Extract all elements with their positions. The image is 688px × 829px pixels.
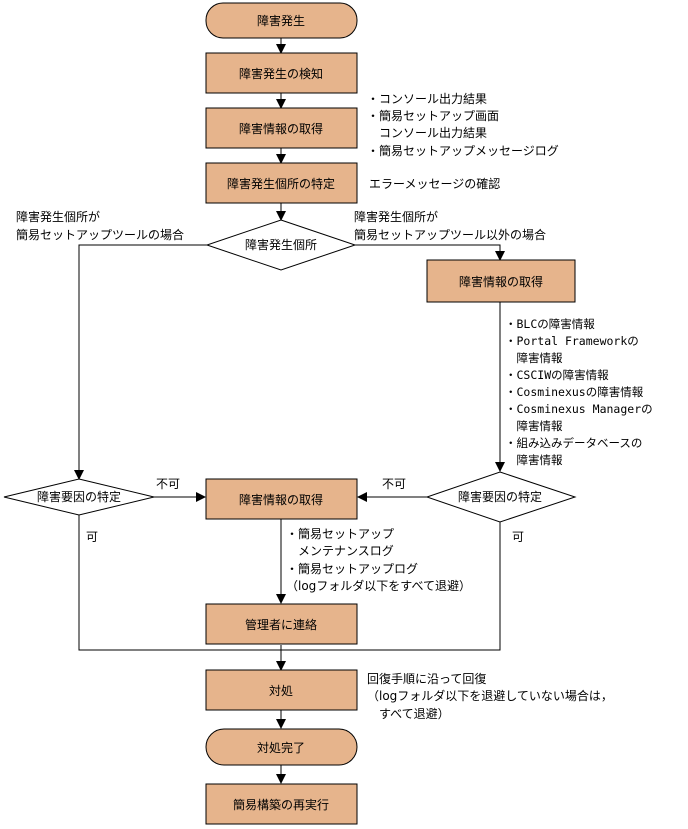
- note-collect2-line-2: ・Portal Frameworkの: [505, 334, 639, 348]
- node-contact-admin: 管理者に連絡: [205, 603, 358, 645]
- node-identify-location: 障害発生個所の特定: [205, 162, 358, 204]
- node-start-label: 障害発生: [257, 13, 305, 28]
- note-collect2-line-9: 障害情報: [505, 453, 563, 467]
- node-collect1: 障害情報の取得: [205, 107, 358, 149]
- note-collect3-line-2: メンテナンスログ: [286, 544, 394, 558]
- node-handle-label: 対処: [269, 684, 293, 698]
- branch-left-line-1: 障害発生個所が: [16, 209, 100, 224]
- note-collect2-line-3: 障害情報: [505, 351, 563, 365]
- note-identify: エラーメッセージの確認: [369, 176, 500, 191]
- note-collect2-line-8: ・組み込みデータベースの: [505, 436, 642, 450]
- possible-right-label: 可: [512, 530, 524, 544]
- decision-cause-left: 障害要因の特定: [3, 478, 155, 516]
- node-collect3-label: 障害情報の取得: [239, 492, 323, 507]
- node-rerun: 簡易構築の再実行: [205, 783, 358, 825]
- node-contact-admin-label: 管理者に連絡: [245, 617, 317, 632]
- branch-left-line-2: 簡易セットアップツールの場合: [16, 227, 184, 242]
- decision-cause-left-label: 障害要因の特定: [37, 489, 121, 504]
- decision-cause-right-label: 障害要因の特定: [458, 489, 542, 504]
- branch-right-line-1: 障害発生個所が: [354, 209, 438, 224]
- decision-location: 障害発生個所: [205, 219, 357, 271]
- node-collect2-label: 障害情報の取得: [459, 274, 543, 289]
- note-collect2-line-1: ・BLCの障害情報: [505, 317, 595, 331]
- note-handle: 回復手順に沿って回復 （logフォルダ以下を退避していない場合は， すべて退避）: [367, 671, 613, 721]
- edge-decision-left-branch: [74, 244, 207, 480]
- note-collect2-line-6: ・Cosminexus Managerの: [505, 402, 653, 416]
- node-handle-done-label: 対処完了: [257, 740, 305, 755]
- note-collect2-line-4: ・CSCIWの障害情報: [505, 368, 609, 382]
- node-detect-label: 障害発生の検知: [239, 66, 323, 81]
- note-collect1-line-1: ・コンソール出力結果: [367, 92, 487, 106]
- branch-left-label: 障害発生個所が 簡易セットアップツールの場合: [16, 209, 184, 242]
- note-collect3-line-3: ・簡易セットアップログ: [286, 561, 418, 576]
- node-rerun-label: 簡易構築の再実行: [233, 797, 329, 812]
- possible-left-label: 可: [86, 530, 98, 544]
- decision-location-label: 障害発生個所: [245, 237, 317, 252]
- note-handle-line-3: すべて退避）: [367, 707, 450, 721]
- note-collect2-line-5: ・Cosminexusの障害情報: [505, 385, 644, 399]
- not-possible-right-label: 不可: [382, 477, 406, 491]
- node-collect1-label: 障害情報の取得: [239, 121, 323, 136]
- note-collect3-line-4: （logフォルダ以下をすべて退避）: [286, 578, 471, 593]
- node-start: 障害発生: [205, 2, 358, 39]
- not-possible-left-label: 不可: [156, 477, 180, 491]
- note-collect1-line-4: ・簡易セットアップメッセージログ: [367, 143, 559, 158]
- branch-right-line-2: 簡易セットアップツール以外の場合: [354, 227, 546, 242]
- node-identify-location-label: 障害発生個所の特定: [227, 176, 335, 191]
- node-detect: 障害発生の検知: [205, 52, 358, 94]
- note-handle-line-1: 回復手順に沿って回復: [367, 671, 486, 686]
- note-collect2-line-7: 障害情報: [505, 419, 563, 433]
- edge-decision-right-branch: [355, 244, 505, 261]
- note-collect1-line-3: コンソール出力結果: [367, 126, 487, 140]
- note-collect1-line-2: ・簡易セットアップ画面: [367, 108, 499, 123]
- note-collect1: ・コンソール出力結果 ・簡易セットアップ画面 コンソール出力結果 ・簡易セットア…: [367, 92, 559, 158]
- edge-right-possible: [281, 522, 501, 651]
- edge-left-possible: [78, 515, 281, 651]
- note-identify-line-1: エラーメッセージの確認: [369, 176, 500, 191]
- branch-right-label: 障害発生個所が 簡易セットアップツール以外の場合: [354, 209, 546, 242]
- note-collect3: ・簡易セットアップ メンテナンスログ ・簡易セットアップログ （logフォルダ以…: [286, 526, 471, 593]
- note-collect2: ・BLCの障害情報 ・Portal Frameworkの 障害情報 ・CSCIW…: [505, 317, 653, 467]
- node-collect2: 障害情報の取得: [426, 259, 576, 303]
- node-collect3: 障害情報の取得: [205, 478, 358, 520]
- connectors: [74, 38, 505, 784]
- note-handle-line-2: （logフォルダ以下を退避していない場合は，: [367, 688, 613, 703]
- decision-cause-right: 障害要因の特定: [425, 471, 577, 523]
- node-handle-done: 対処完了: [205, 728, 358, 766]
- note-collect3-line-1: ・簡易セットアップ: [286, 526, 394, 541]
- node-handle: 対処: [205, 669, 358, 711]
